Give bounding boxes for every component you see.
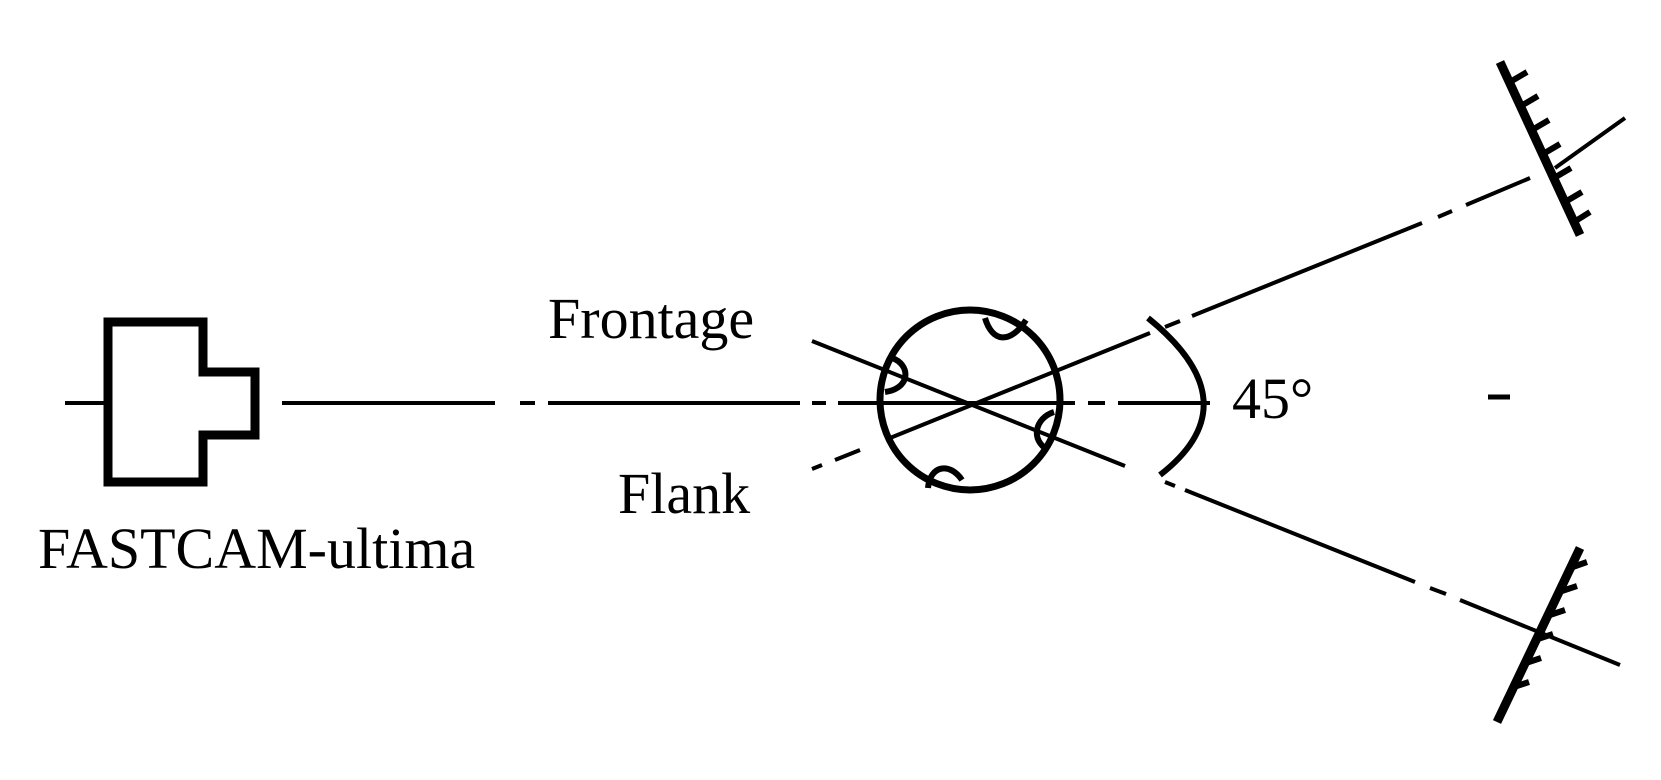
camera-icon	[65, 317, 260, 487]
frontage-ray	[811, 339, 1621, 667]
lower-mirror-icon	[1492, 546, 1588, 724]
camera-label: FASTCAM-ultima	[38, 516, 475, 581]
specimen-circle	[876, 306, 1064, 494]
angle-arc	[1146, 315, 1207, 478]
flank-label: Flank	[618, 461, 750, 526]
flank-ray	[811, 116, 1627, 471]
angle-label: 45°	[1232, 366, 1313, 431]
optical-axis-line	[282, 394, 1510, 405]
frontage-label: Frontage	[548, 286, 754, 351]
upper-mirror-icon	[1495, 60, 1592, 237]
